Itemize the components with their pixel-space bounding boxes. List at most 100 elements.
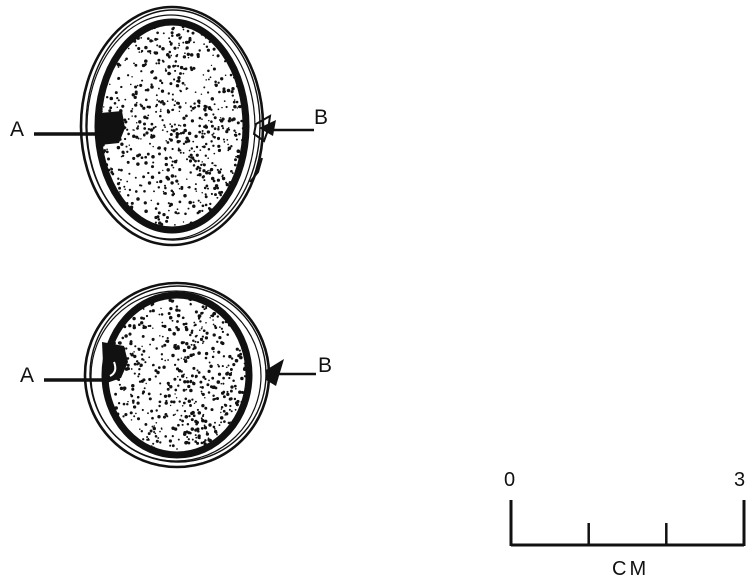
stipple-dot bbox=[186, 158, 188, 160]
stipple-dot bbox=[159, 115, 162, 118]
stipple-dot bbox=[169, 51, 172, 54]
stipple-dot bbox=[120, 387, 124, 391]
stipple-dot bbox=[131, 115, 132, 116]
stipple-dot bbox=[230, 421, 231, 422]
stipple-dot bbox=[201, 192, 202, 193]
stipple-dot bbox=[172, 300, 174, 302]
stipple-dot bbox=[212, 356, 215, 359]
stipple-dot bbox=[166, 168, 169, 171]
stipple-dot bbox=[182, 405, 184, 407]
stipple-dot bbox=[170, 55, 172, 57]
stipple-dot bbox=[107, 158, 110, 161]
stipple-dot bbox=[158, 172, 161, 175]
stipple-dot bbox=[174, 104, 176, 106]
stipple-dot bbox=[168, 92, 170, 94]
stipple-dot bbox=[167, 141, 170, 144]
stipple-dot bbox=[198, 125, 201, 128]
stipple-dot bbox=[147, 115, 149, 117]
stipple-dot bbox=[216, 341, 218, 343]
stipple-dot bbox=[187, 30, 190, 33]
stipple-dot bbox=[134, 64, 137, 67]
stipple-dot bbox=[154, 369, 157, 372]
stipple-dot bbox=[141, 156, 144, 159]
stipple-dot bbox=[206, 332, 209, 335]
stipple-dot bbox=[183, 221, 184, 222]
stipple-dot bbox=[156, 409, 158, 411]
stipple-dot bbox=[161, 428, 162, 429]
stipple-dot bbox=[170, 405, 171, 406]
stipple-dot bbox=[174, 211, 177, 214]
stipple-dot bbox=[216, 397, 219, 400]
stipple-dot bbox=[136, 197, 140, 201]
stipple-dot bbox=[196, 154, 199, 157]
stipple-dot bbox=[126, 403, 128, 405]
stipple-dot bbox=[224, 141, 226, 143]
stipple-dot bbox=[135, 91, 138, 94]
stipple-dot bbox=[193, 414, 196, 417]
stipple-dot bbox=[199, 320, 201, 322]
stipple-dot bbox=[182, 117, 185, 120]
stipple-dot bbox=[161, 47, 165, 51]
stipple-dot bbox=[217, 137, 220, 140]
stipple-dot bbox=[195, 375, 198, 378]
stipple-dot bbox=[199, 117, 202, 120]
stipple-dot bbox=[193, 102, 195, 104]
stipple-dot bbox=[169, 439, 172, 442]
stipple-dot bbox=[106, 148, 108, 150]
stipple-dot bbox=[168, 312, 171, 315]
stipple-dot bbox=[131, 202, 134, 205]
stipple-dot bbox=[189, 37, 192, 40]
stipple-dot bbox=[218, 365, 220, 367]
stipple-dot bbox=[176, 347, 178, 349]
stipple-dot bbox=[142, 438, 144, 440]
stipple-dot bbox=[150, 430, 153, 433]
stipple-dot bbox=[197, 166, 200, 169]
stipple-dot bbox=[146, 88, 149, 91]
stipple-dot bbox=[176, 409, 178, 411]
stipple-dot bbox=[195, 341, 197, 343]
stipple-dot bbox=[203, 43, 205, 45]
stipple-dot bbox=[117, 78, 119, 80]
stipple-dot bbox=[171, 426, 174, 429]
stipple-dot bbox=[169, 203, 173, 207]
stipple-dot bbox=[201, 386, 204, 389]
stipple-dot bbox=[156, 181, 158, 183]
stipple-dot bbox=[143, 133, 146, 136]
stipple-dot bbox=[125, 347, 127, 349]
stipple-dot bbox=[148, 378, 151, 381]
stipple-dot bbox=[131, 388, 134, 391]
stipple-dot bbox=[206, 185, 209, 188]
stipple-dot bbox=[237, 121, 240, 124]
stipple-dot bbox=[205, 336, 208, 339]
stipple-dot bbox=[240, 377, 243, 380]
stipple-dot bbox=[164, 435, 167, 438]
stipple-dot bbox=[193, 346, 196, 349]
stipple-dot bbox=[197, 430, 200, 433]
stipple-dot bbox=[220, 168, 222, 170]
stipple-dot bbox=[205, 171, 209, 175]
stipple-dot bbox=[180, 152, 182, 154]
stipple-dot bbox=[191, 329, 193, 331]
stipple-dot bbox=[188, 401, 189, 402]
stipple-dot bbox=[183, 26, 185, 28]
stipple-dot bbox=[136, 363, 138, 365]
stipple-dot bbox=[234, 158, 237, 161]
stipple-dot bbox=[161, 90, 164, 93]
stipple-dot bbox=[163, 416, 166, 419]
stipple-dot bbox=[134, 373, 136, 375]
stipple-dot bbox=[144, 387, 146, 389]
stipple-dot bbox=[164, 360, 166, 362]
stipple-dot bbox=[194, 403, 195, 404]
stipple-dot bbox=[140, 70, 142, 72]
stipple-dot bbox=[149, 344, 151, 346]
stipple-dot bbox=[124, 334, 128, 338]
stipple-dot bbox=[139, 380, 141, 382]
stipple-dot bbox=[208, 172, 211, 175]
stipple-dot bbox=[233, 105, 236, 108]
stipple-dot bbox=[187, 139, 190, 142]
stipple-dot bbox=[214, 325, 216, 327]
stipple-dot bbox=[184, 84, 186, 86]
stipple-dot bbox=[172, 444, 175, 447]
stipple-dot bbox=[238, 133, 241, 136]
stipple-dot bbox=[232, 363, 235, 366]
